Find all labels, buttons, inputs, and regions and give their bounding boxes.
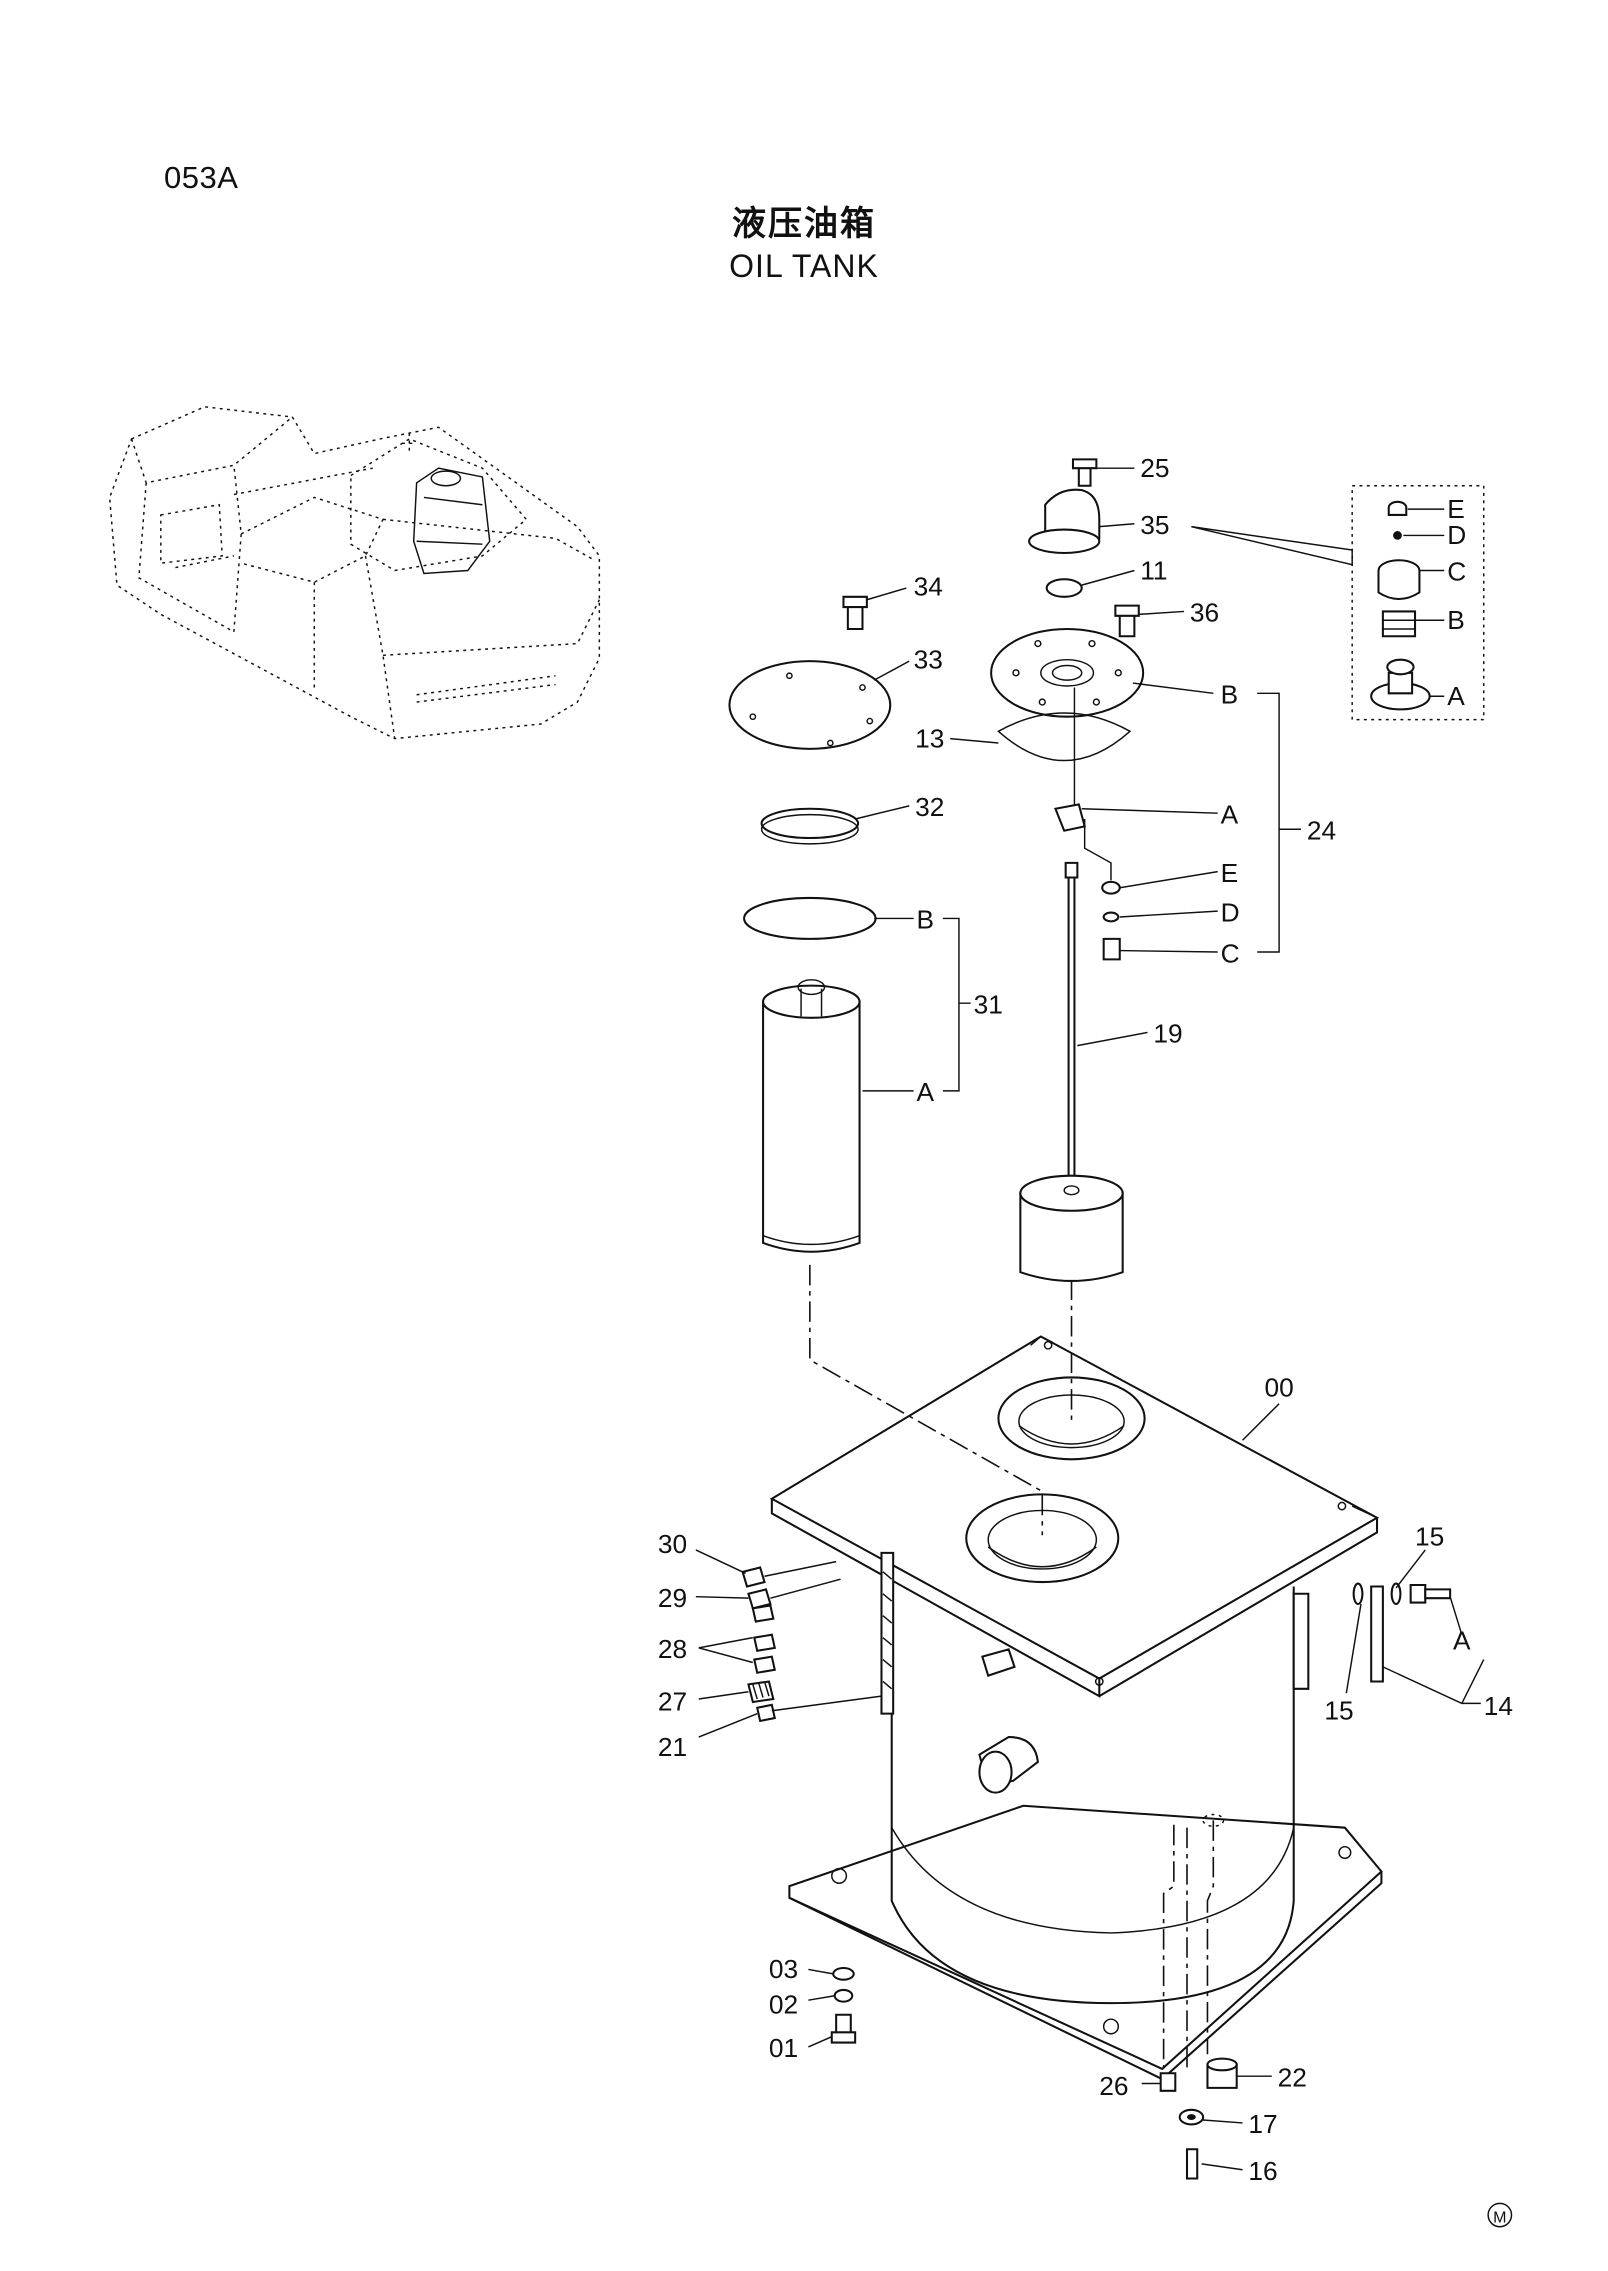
callout-14: 14 <box>1484 1691 1513 1721</box>
callout-14-a: A <box>1453 1625 1471 1655</box>
detail-label-b: B <box>1447 605 1465 635</box>
callout-24-b: B <box>1221 680 1239 710</box>
page-code: 053A <box>164 160 239 195</box>
callout-29: 29 <box>658 1583 687 1613</box>
breather-detail-box <box>1191 484 1485 721</box>
detail-label-c: C <box>1447 557 1466 587</box>
callout-00: 00 <box>1264 1372 1293 1402</box>
footer-mark-letter: M <box>1493 2208 1506 2226</box>
callout-02: 02 <box>769 1989 798 2019</box>
callout-30: 30 <box>658 1529 687 1559</box>
callout-26: 26 <box>1099 2071 1128 2101</box>
side-fittings <box>741 1560 882 1723</box>
callout-33: 33 <box>914 644 943 674</box>
callout-24: 24 <box>1307 815 1336 845</box>
page-title-english: OIL TANK <box>729 248 879 284</box>
callout-11: 11 <box>1140 555 1167 585</box>
callout-13: 13 <box>915 723 944 753</box>
callout-28: 28 <box>658 1634 687 1664</box>
cover-breather-assembly <box>990 458 1145 961</box>
detail-box-labels: E D C B A <box>1403 494 1466 711</box>
callout-35: 35 <box>1140 510 1169 540</box>
oil-tank-body <box>769 1264 1383 2081</box>
callout-25: 25 <box>1140 453 1169 483</box>
sight-gauge-parts <box>1352 1582 1452 1683</box>
callout-36: 36 <box>1190 598 1219 628</box>
footer-mark: M <box>1487 2202 1513 2228</box>
detail-label-e: E <box>1447 494 1465 524</box>
callout-24-d: D <box>1221 897 1240 927</box>
callout-24-a: A <box>1221 799 1239 829</box>
callout-31-a: A <box>917 1077 935 1107</box>
callout-34: 34 <box>914 571 943 601</box>
detail-label-a: A <box>1447 681 1465 711</box>
callout-31-b: B <box>917 905 935 935</box>
callout-27: 27 <box>658 1687 687 1717</box>
page-title-chinese: 液压油箱 <box>732 204 876 244</box>
detail-label-d: D <box>1447 520 1466 550</box>
callout-15-bottom: 15 <box>1324 1695 1353 1725</box>
callout-19: 19 <box>1153 1019 1182 1049</box>
excavator-overview-illustration <box>108 406 601 740</box>
callout-01: 01 <box>769 2033 798 2063</box>
return-filter-assembly <box>728 595 892 1253</box>
callout-03: 03 <box>769 1954 798 1984</box>
callout-21: 21 <box>658 1732 687 1762</box>
callout-32: 32 <box>915 792 944 822</box>
callout-24-e: E <box>1221 858 1239 888</box>
callout-16: 16 <box>1248 2156 1277 2186</box>
callout-17: 17 <box>1248 2109 1277 2139</box>
leader-lines <box>695 467 1485 2171</box>
bottom-hardware <box>830 1966 1238 2180</box>
callout-31: 31 <box>974 989 1003 1019</box>
callout-labels: 25 35 11 34 36 33 13 B 32 A 24 E B D 31 … <box>658 453 1513 2186</box>
callout-24-c: C <box>1221 938 1240 968</box>
callout-22: 22 <box>1278 2062 1307 2092</box>
suction-strainer <box>1019 861 1124 1282</box>
callout-15-top: 15 <box>1415 1522 1444 1552</box>
